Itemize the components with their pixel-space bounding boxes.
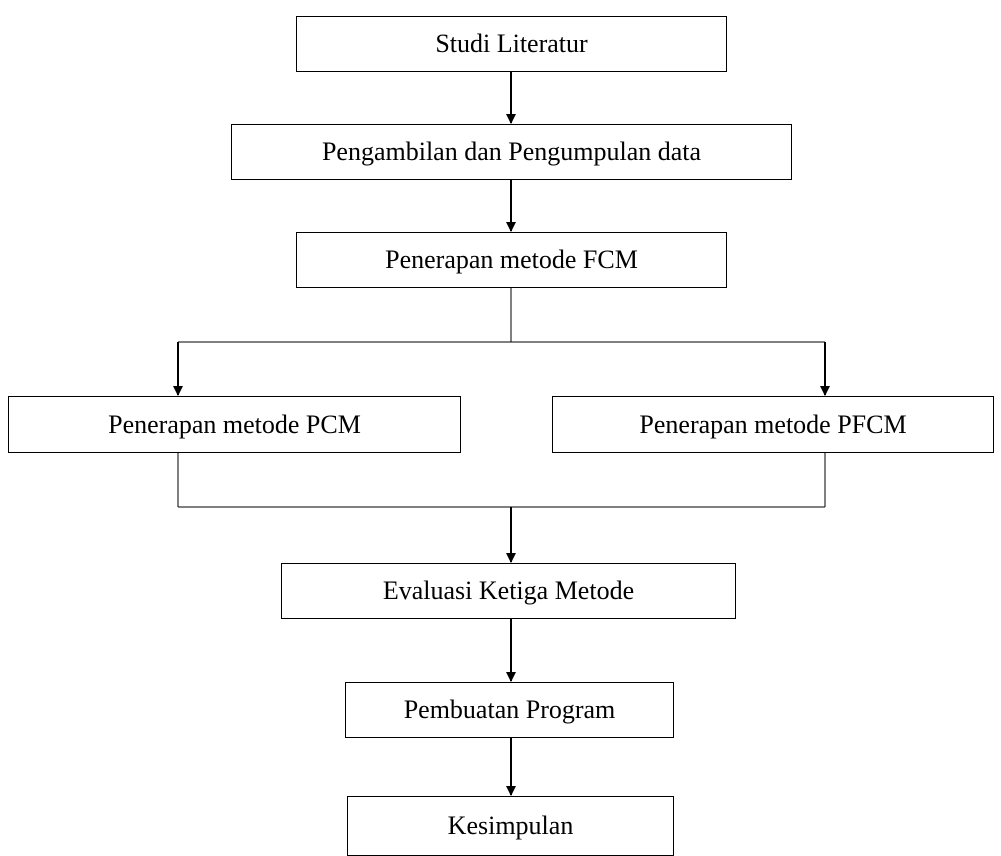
step-pembuatan-program-label: Pembuatan Program xyxy=(403,695,616,724)
step-metode-pfcm-label: Penerapan metode PFCM xyxy=(639,409,907,439)
step-kesimpulan-label: Kesimpulan xyxy=(447,811,574,840)
step-kesimpulan: Kesimpulan xyxy=(347,796,674,856)
step-pengambilan-data: Pengambilan dan Pengumpulan data xyxy=(231,124,792,180)
step-evaluasi: Evaluasi Ketiga Metode xyxy=(281,563,736,619)
step-metode-pcm: Penerapan metode PCM xyxy=(8,396,461,453)
step-metode-fcm-label: Penerapan metode FCM xyxy=(385,245,638,274)
step-metode-pfcm: Penerapan metode PFCM xyxy=(552,396,994,453)
step-studi-literatur: Studi Literatur xyxy=(296,16,727,72)
step-metode-fcm: Penerapan metode FCM xyxy=(296,232,727,288)
step-pengambilan-data-label: Pengambilan dan Pengumpulan data xyxy=(321,137,702,166)
step-metode-pcm-label: Penerapan metode PCM xyxy=(108,409,361,439)
step-studi-literatur-label: Studi Literatur xyxy=(435,29,588,58)
step-pembuatan-program: Pembuatan Program xyxy=(345,682,674,738)
step-evaluasi-label: Evaluasi Ketiga Metode xyxy=(382,576,635,605)
